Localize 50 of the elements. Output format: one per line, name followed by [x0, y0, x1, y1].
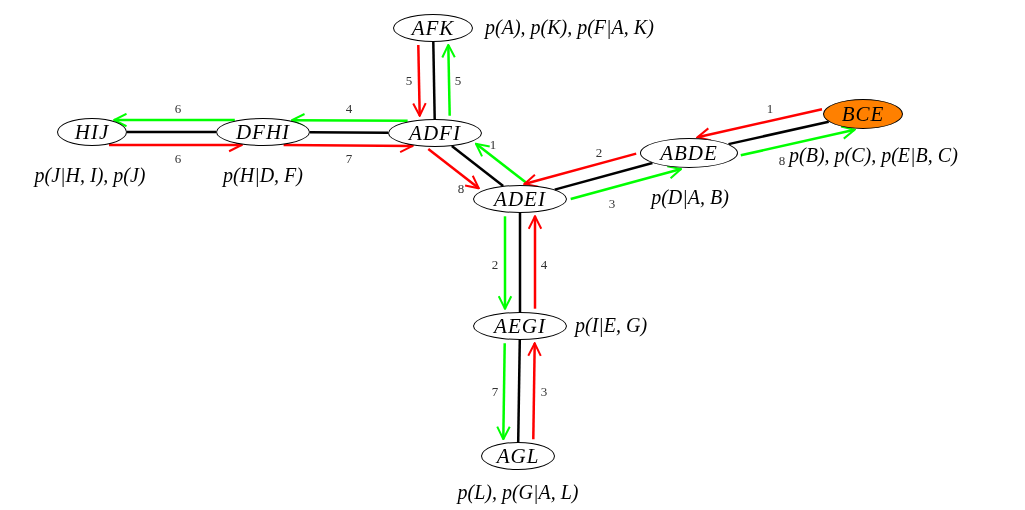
- clique-ellipse: ADFI: [388, 119, 482, 147]
- probability-label: p(B), p(C), p(E|B, C): [789, 145, 958, 165]
- edge-label: 7: [345, 151, 353, 165]
- arrow: [113, 112, 235, 128]
- edge-label: 1: [489, 137, 497, 151]
- edge-label: 7: [491, 384, 499, 398]
- edge-label: 6: [174, 101, 182, 115]
- edge-label: 4: [345, 101, 353, 115]
- edge-label: 3: [608, 196, 616, 210]
- connector-line: [310, 131, 388, 134]
- clique-ellipse: ABDE: [640, 138, 738, 168]
- edge-label: 8: [457, 181, 465, 195]
- probability-label: p(I|E, G): [575, 315, 648, 335]
- edge-label: 2: [595, 145, 603, 159]
- arrow: [497, 216, 513, 310]
- arrow: [527, 342, 542, 440]
- clique-ellipse: AGL: [481, 442, 555, 470]
- connector-line: [516, 339, 522, 443]
- clique-ellipse: HIJ: [57, 118, 127, 146]
- connector-line: [518, 213, 522, 312]
- edge-label: 5: [405, 73, 413, 87]
- arrow: [475, 142, 528, 184]
- connector-line: [432, 41, 436, 120]
- probability-label: p(D|A, B): [651, 187, 729, 207]
- edge-label: 6: [174, 151, 182, 165]
- arrow: [496, 343, 511, 441]
- connector-line: [554, 161, 653, 191]
- edge-label: 8: [778, 153, 786, 167]
- probability-label: p(H|D, F): [223, 165, 303, 185]
- probability-label: p(J|H, I), p(J): [34, 165, 146, 185]
- edge-label: 5: [454, 73, 462, 87]
- connector-line: [127, 130, 216, 134]
- arrow: [527, 215, 543, 309]
- edge-label: 2: [491, 257, 499, 271]
- clique-ellipse: BCE: [823, 99, 903, 129]
- arrow: [441, 43, 456, 116]
- connector-line: [451, 145, 504, 187]
- arrow: [740, 125, 856, 157]
- clique-ellipse: ADEI: [473, 185, 567, 213]
- probability-label: p(L), p(G|A, L): [457, 482, 579, 502]
- arrow: [412, 44, 427, 117]
- edge-label: 4: [540, 257, 548, 271]
- clique-ellipse: DFHI: [216, 118, 310, 146]
- clique-ellipse: AEGI: [473, 312, 567, 340]
- arrow: [427, 148, 480, 190]
- clique-ellipse: AFK: [393, 14, 473, 42]
- connector-line: [728, 120, 829, 146]
- edge-label: 1: [766, 101, 774, 115]
- edge-label: 3: [540, 384, 548, 398]
- probability-label: p(A), p(K), p(F|A, K): [485, 17, 654, 37]
